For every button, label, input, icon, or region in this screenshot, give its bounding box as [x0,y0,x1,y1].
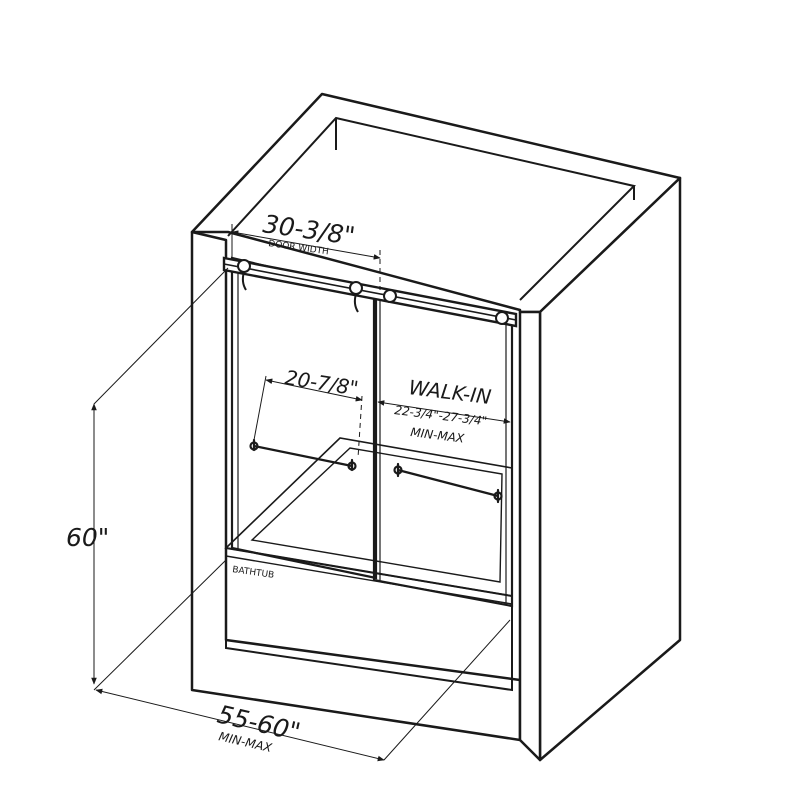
roller-2 [349,281,363,295]
roller-3 [383,289,397,303]
towel-bar-dimension-line [265,378,363,402]
left-door-panel [230,256,378,580]
roller-4 [495,311,509,325]
walk-in-dimension-line [377,400,511,424]
bathtub-basin [250,447,503,583]
left-towel-bar [249,438,357,472]
door-rollers [237,259,509,325]
top-rail [222,256,518,328]
right-wall-front [518,310,542,762]
right-door-panel [372,294,514,608]
walk-in-minmax: MIN-MAX [410,425,466,446]
walk-in-label: WALK-IN [407,375,492,409]
back-wall-inner [227,116,636,301]
roller-1 [237,259,251,273]
width-dimension-line [95,688,385,762]
height-value: 60" [66,523,109,552]
door-width-dimension-line [231,230,381,260]
right-towel-bar [393,462,503,504]
towel-bars [249,438,503,504]
dimension-lines [91,224,511,762]
towel-bar-value: 20-7/8" [283,365,360,400]
bathtub-label: BATHTUB [232,565,275,581]
